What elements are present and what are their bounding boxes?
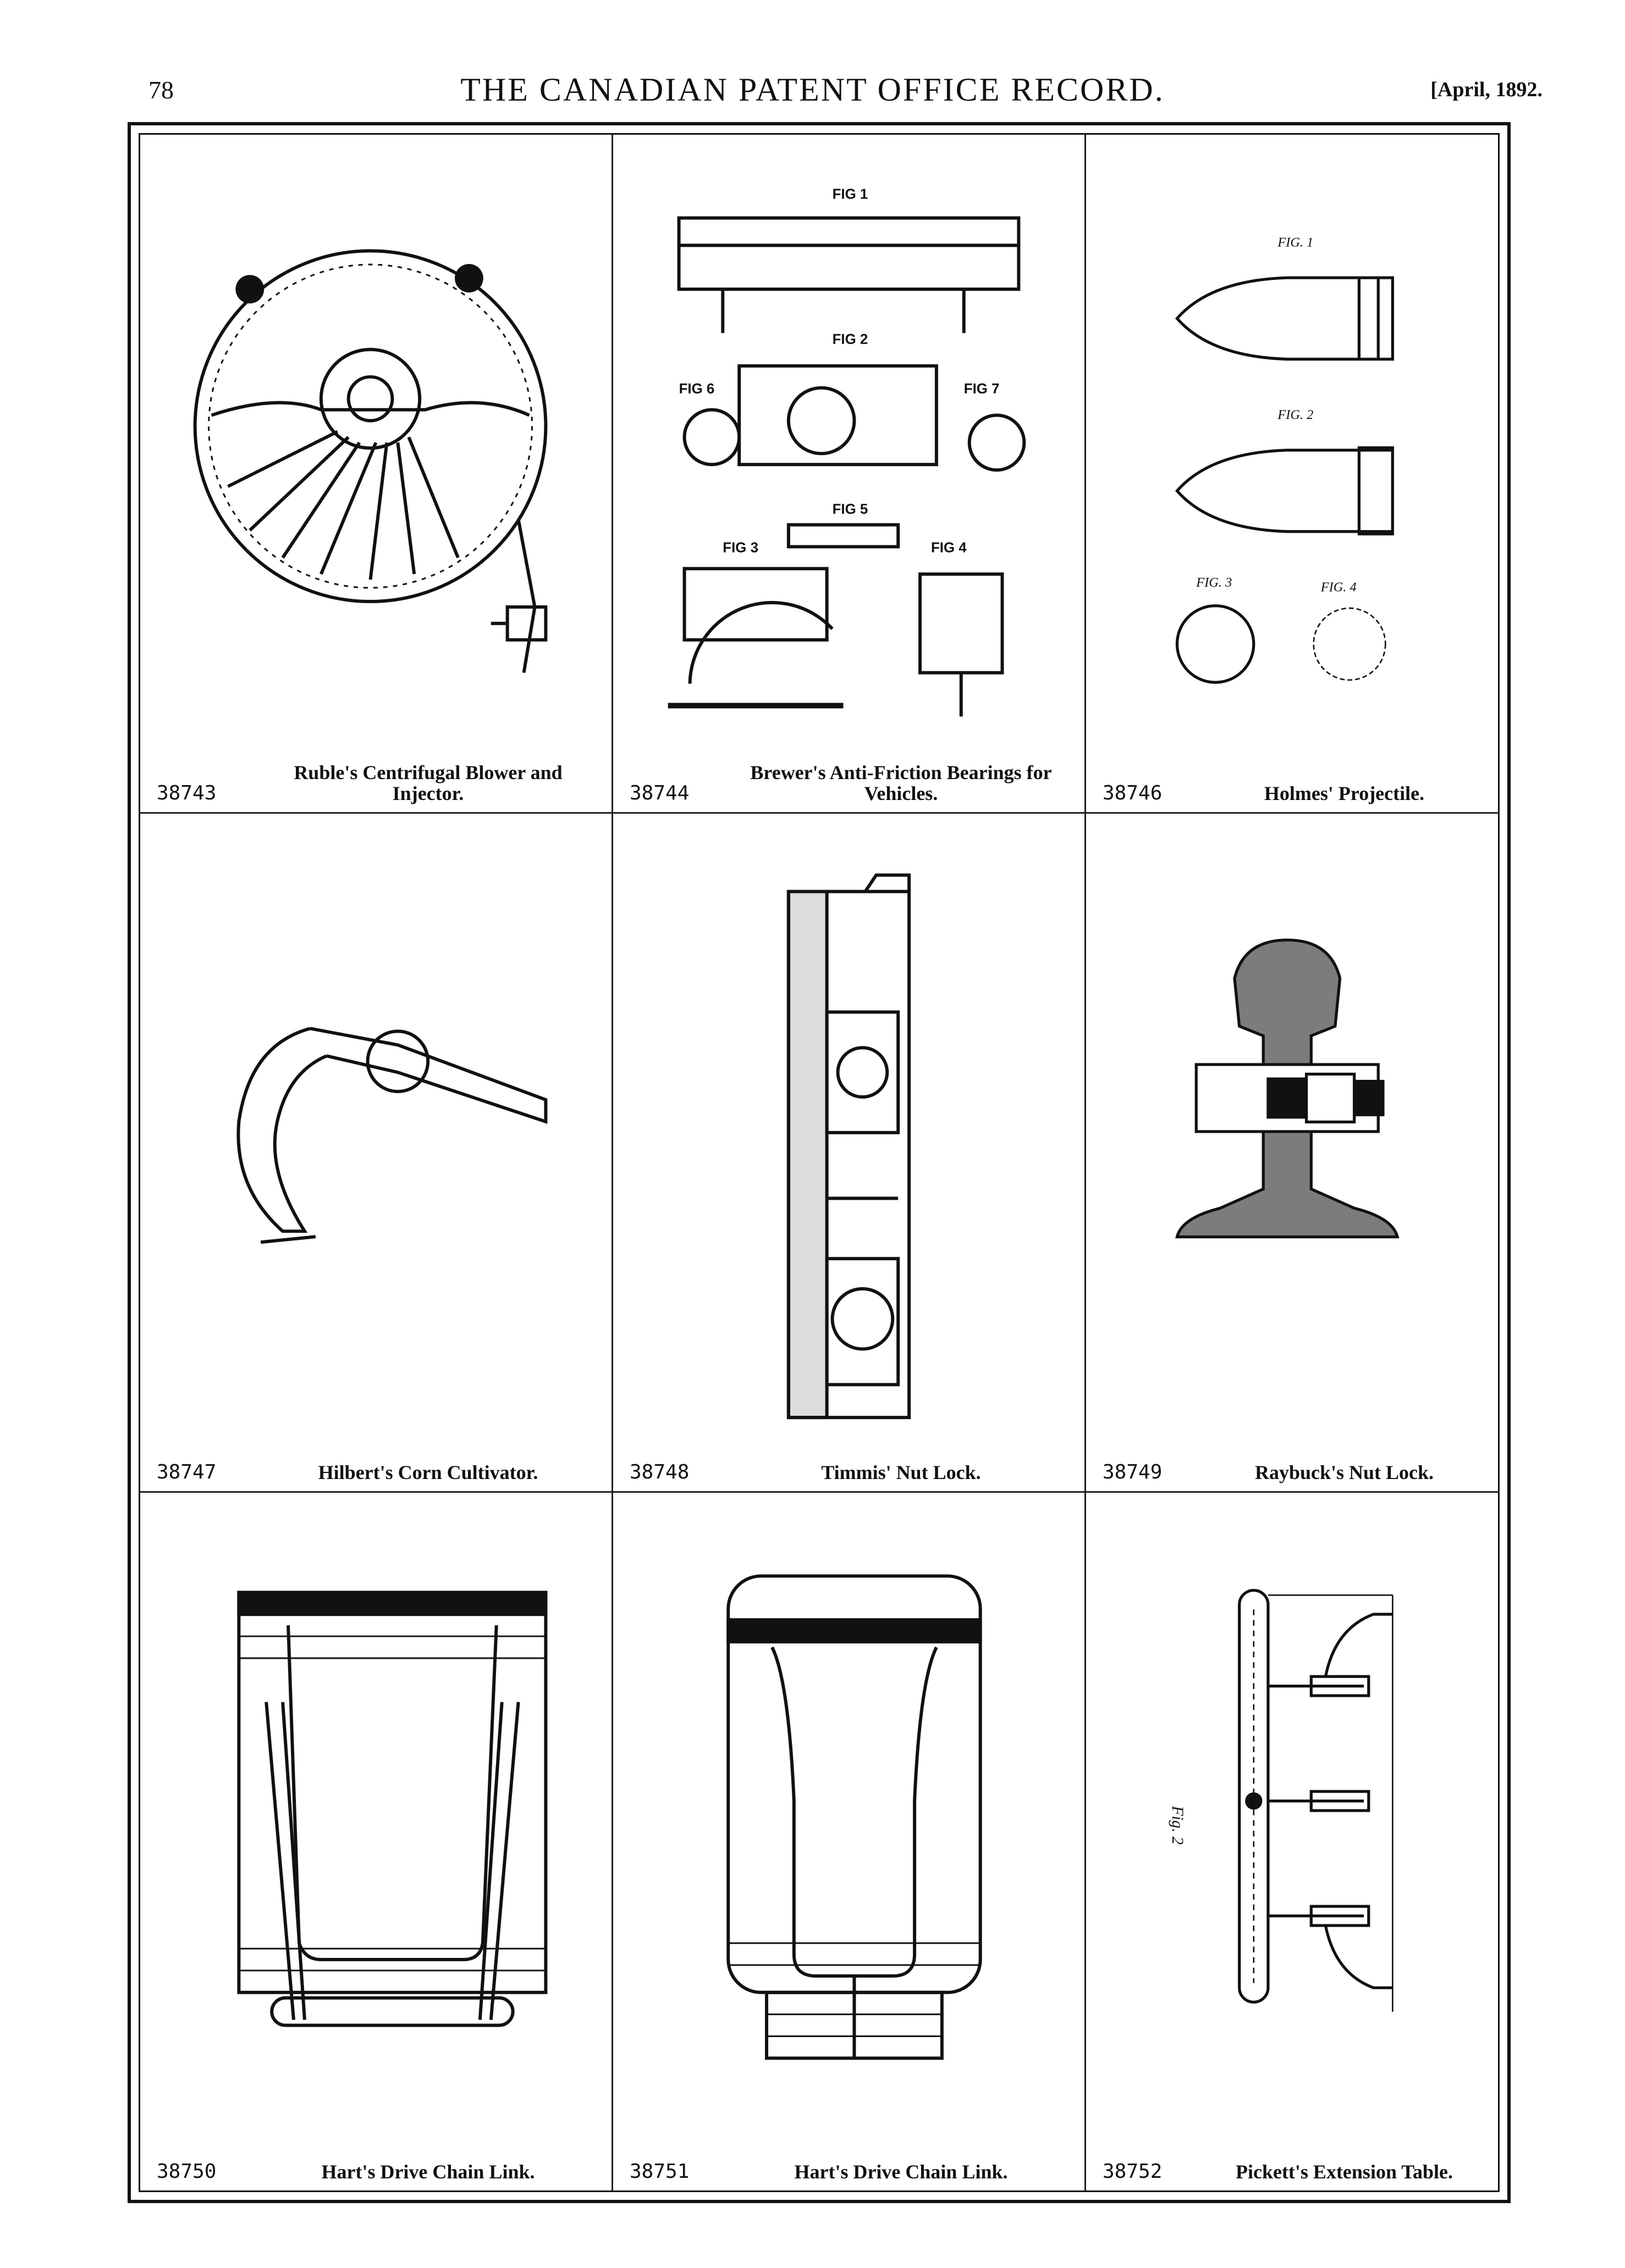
patent-title: Pickett's Extension Table.	[1235, 2161, 1453, 2183]
fig-label: FIG 6	[679, 381, 715, 396]
patent-title: Raybuck's Nut Lock.	[1254, 1461, 1434, 1484]
chain-link-drawing	[237, 1591, 548, 2027]
fig-label: FIG 4	[931, 540, 967, 555]
patent-cell-38752: Fig. 2 38752 Pickett's Extension Table.	[1086, 1493, 1498, 2190]
patent-number: 38749	[1103, 1461, 1163, 1483]
patent-number: 38751	[630, 2160, 690, 2183]
patent-title: Brewer's Anti-Friction Bearings for Vehi…	[750, 761, 1052, 805]
issue-date: [April, 1892.	[1430, 78, 1543, 101]
patent-number: 38743	[157, 782, 217, 804]
fig-label: FIG. 1	[1277, 235, 1313, 250]
patent-title: Hart's Drive Chain Link.	[321, 2161, 535, 2183]
patent-number: 38744	[630, 782, 690, 804]
patent-title: Timmis' Nut Lock.	[821, 1461, 981, 1484]
patent-cell-38750: 38750 Hart's Drive Chain Link.	[140, 1493, 613, 2190]
patent-number: 38747	[157, 1461, 217, 1483]
page-title: THE CANADIAN PATENT OFFICE RECORD.	[460, 71, 1165, 108]
fig-label: FIG. 4	[1320, 580, 1357, 595]
patent-cell-38746: FIG. 1 FIG. 2 FIG. 3 FIG. 4 38746 Holmes…	[1086, 135, 1498, 814]
cultivator-drawing	[236, 1027, 548, 1244]
page-number: 78	[148, 75, 174, 104]
rail-nut-lock-drawing	[1175, 939, 1400, 1239]
fig-label: FIG 3	[723, 540, 758, 555]
fig-label: FIG. 2	[1277, 407, 1313, 422]
patent-cell-38744: FIG 1 FIG 2 FIG 3 FIG 4 FIG 5 FIG 6 FIG …	[613, 135, 1086, 814]
patent-number: 38748	[630, 1461, 690, 1483]
patent-cell-38747: 38747 Hilbert's Corn Cultivator.	[140, 814, 613, 1493]
patent-plate-frame: 38743 Ruble's Centrifugal Blower and Inj…	[128, 122, 1511, 2203]
patent-title: Hart's Drive Chain Link.	[794, 2161, 1008, 2183]
fig-label: FIG 7	[964, 381, 1000, 396]
nut-lock-drawing	[786, 873, 911, 1420]
fig-label: FIG 1	[833, 187, 868, 202]
patent-number: 38750	[157, 2160, 217, 2183]
patent-cell-38748: 38748 Timmis' Nut Lock.	[613, 814, 1086, 1493]
patent-cell-38751: 38751 Hart's Drive Chain Link.	[613, 1493, 1086, 2190]
patent-title: Hilbert's Corn Cultivator.	[318, 1461, 538, 1484]
patent-number: 38746	[1103, 782, 1163, 804]
patent-cell-38749: 38749 Raybuck's Nut Lock.	[1086, 814, 1498, 1493]
patent-number: 38752	[1103, 2160, 1163, 2183]
patent-title: Ruble's Centrifugal Blower and Injector.	[294, 761, 563, 805]
fig-label: FIG 5	[833, 502, 868, 517]
patent-grid: 38743 Ruble's Centrifugal Blower and Inj…	[139, 133, 1500, 2192]
blower-drawing	[193, 249, 548, 674]
fig-label: FIG 2	[833, 332, 868, 347]
chain-link-drawing	[726, 1574, 982, 2060]
patent-cell-38743: 38743 Ruble's Centrifugal Blower and Inj…	[140, 135, 613, 814]
fig-label: Fig. 2	[1169, 1805, 1186, 1845]
projectile-drawing: FIG. 1 FIG. 2 FIG. 3 FIG. 4	[1175, 235, 1395, 684]
extension-table-drawing: Fig. 2	[1169, 1588, 1393, 2012]
fig-label: FIG. 3	[1196, 575, 1232, 590]
patent-title: Holmes' Projectile.	[1264, 782, 1425, 805]
bearings-drawing: FIG 1 FIG 2 FIG 3 FIG 4 FIG 5 FIG 6 FIG …	[668, 187, 1026, 717]
